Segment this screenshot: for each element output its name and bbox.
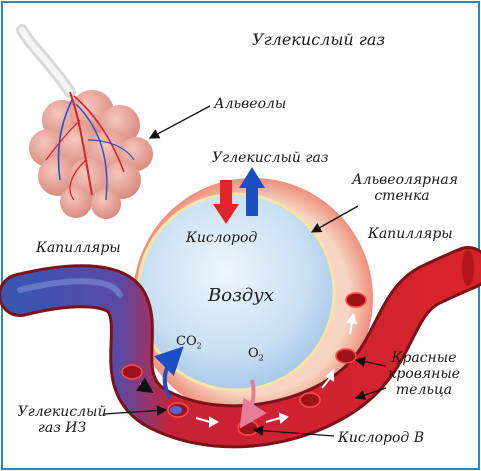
label-red-cells-line1: Красные — [391, 350, 457, 366]
label-red-cells-line3: тельца — [395, 382, 453, 398]
o2-subscript: 2 — [258, 353, 264, 363]
label-oxygen-into-blood: Кислород В — [338, 430, 425, 446]
label-red-cells-line2: кровяные — [387, 366, 461, 382]
label-co2-from-line2: газ ИЗ — [37, 420, 87, 436]
label-alveoli: Альвеолы — [214, 96, 287, 112]
co2-formula: CO — [176, 334, 197, 349]
label-co2-top: Углекислый газ — [212, 150, 329, 166]
o2-exchange-arrow — [239, 379, 267, 429]
label-red-blood-cells: Красные кровяные тельца — [382, 350, 466, 398]
label-alveolar-wall-line2: стенка — [374, 188, 430, 204]
label-alveolar-wall: Альвеолярная стенка — [352, 172, 458, 204]
label-capillaries-left: Капилляры — [36, 240, 121, 256]
co2-subscript: 2 — [196, 341, 202, 351]
o2-formula: O — [248, 346, 259, 361]
label-co2-from-line1: Углекислый — [17, 404, 107, 420]
label-air: Воздух — [208, 285, 274, 306]
co2-exchange-arrow — [153, 346, 184, 399]
diagram-title: Углекислый газ — [252, 30, 386, 49]
leader-lines — [103, 105, 387, 437]
label-co2-from-blood: Углекислый газ ИЗ — [14, 404, 110, 436]
alveoli-cluster — [29, 90, 153, 219]
label-oxygen: Кислород — [186, 230, 258, 246]
blood-flow-arrows — [135, 312, 358, 428]
label-alveolar-wall-line1: Альвеолярная — [352, 172, 458, 188]
label-co2: CO2 — [176, 334, 202, 351]
label-o2: O2 — [248, 346, 264, 363]
bronchiole-illustration — [16, 24, 76, 98]
gas-direction-arrows — [213, 167, 265, 224]
label-capillaries-right: Капилляры — [368, 226, 453, 242]
